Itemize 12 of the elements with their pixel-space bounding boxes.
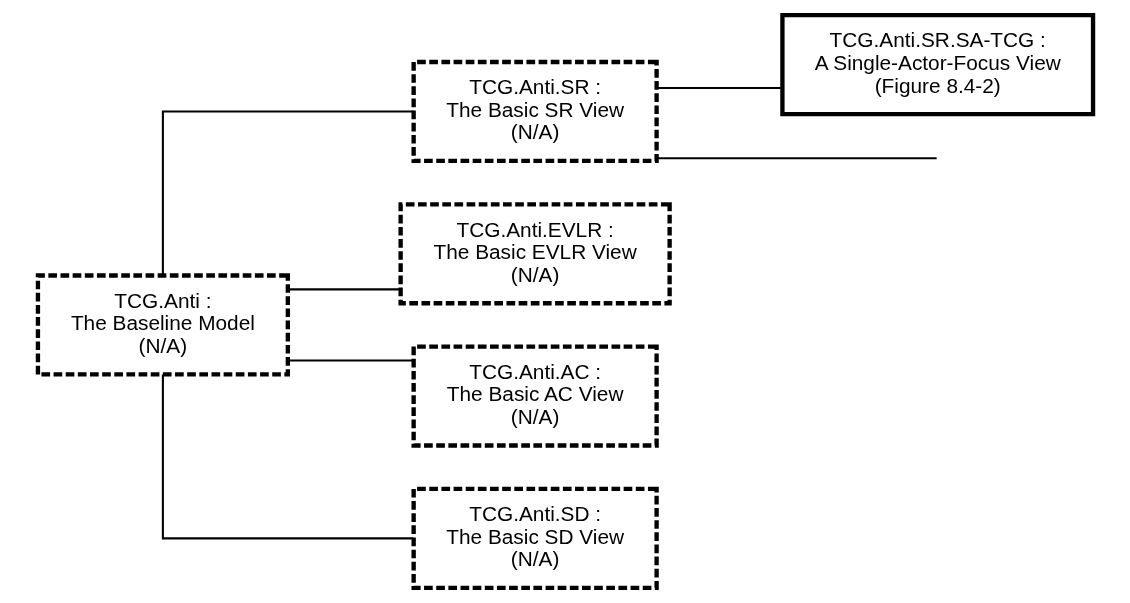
node-box: TCG.Anti : The Baseline Model (N/A) <box>35 273 290 377</box>
node-box: TCG.Anti.SR.SA-TCG : A Single-Actor-Focus View (Figure 8.4-2) <box>779 13 1095 117</box>
connector <box>161 374 413 540</box>
connector <box>161 110 413 276</box>
node-box: TCG.Anti.SR : The Basic SR View (N/A) <box>410 59 659 164</box>
connector <box>656 87 782 90</box>
node-box: TCG.Anti.SD : The Basic SD View (N/A) <box>410 486 659 590</box>
node-box: TCG.Anti.EVLR : The Basic EVLR View (N/A) <box>397 202 672 306</box>
connector <box>656 157 937 160</box>
node-box: TCG.Anti.AC : The Basic AC View (N/A) <box>410 344 659 448</box>
connector <box>287 359 414 362</box>
connector <box>287 288 400 291</box>
